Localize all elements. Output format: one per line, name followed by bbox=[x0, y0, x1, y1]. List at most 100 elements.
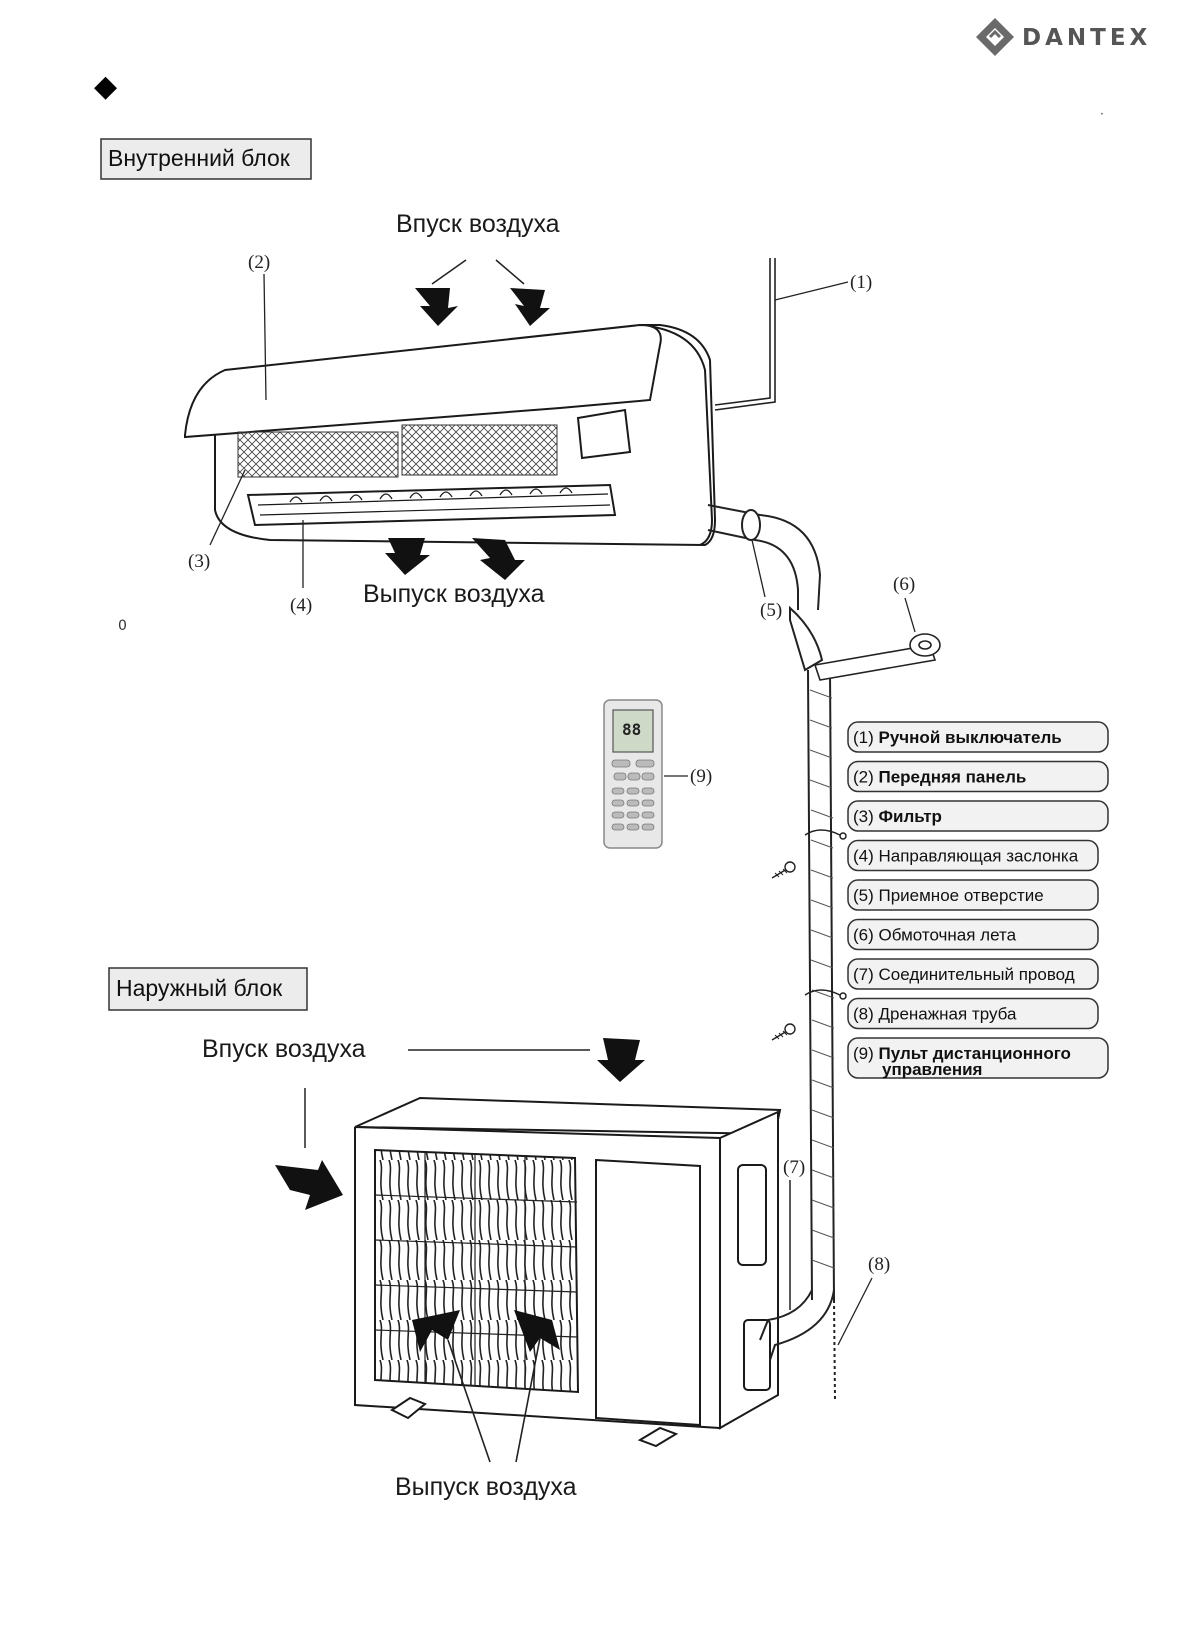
indoor-title-box: Внутренний блок bbox=[100, 138, 312, 180]
callout-3: (3) bbox=[188, 551, 210, 572]
brand-name: DANTEX bbox=[1022, 25, 1151, 51]
callout-5: (5) bbox=[760, 600, 782, 621]
outdoor-foot bbox=[390, 1396, 427, 1420]
legend-item-number: (8) bbox=[853, 1005, 879, 1024]
legend-item-label: Ручной выключатель bbox=[879, 728, 1062, 747]
legend-item-number: (1) bbox=[853, 728, 879, 747]
legend-item-text: (7) Соединительный провод bbox=[853, 965, 1075, 984]
callout-1: (1) bbox=[850, 272, 872, 293]
outdoor-side-panel bbox=[595, 1158, 701, 1427]
legend-item: (3) Фильтр bbox=[847, 800, 1109, 832]
legend-item-text: (2) Передняя панель bbox=[853, 768, 1026, 787]
legend-item-text: (8) Дренажная труба bbox=[853, 1005, 1017, 1024]
legend-item-label: Фильтр bbox=[879, 807, 942, 826]
display-panel bbox=[576, 408, 632, 460]
outdoor-foot bbox=[637, 1426, 679, 1448]
legend-item-box bbox=[847, 721, 1109, 753]
wrap-tape-pattern bbox=[809, 689, 835, 1269]
callout-5-leader bbox=[751, 539, 766, 598]
indoor-air-in-leader bbox=[431, 259, 467, 285]
dantex-logo-icon bbox=[976, 18, 1014, 56]
legend-item-text: (4) Направляющая заслонка bbox=[853, 847, 1079, 866]
section-marker: ◆ bbox=[94, 69, 117, 104]
service-valves bbox=[743, 1319, 771, 1391]
legend-item-box bbox=[847, 958, 1099, 990]
outdoor-connections bbox=[759, 1180, 836, 1401]
outdoor-air-in-label: Впуск воздуха bbox=[202, 1035, 366, 1063]
stray-dot: · bbox=[1100, 107, 1104, 121]
screw-icon bbox=[771, 861, 796, 879]
callout-8-leader bbox=[837, 1277, 873, 1346]
legend-item-label: Пульт дистанционного bbox=[879, 1044, 1071, 1063]
air-out-arrow-icon bbox=[385, 538, 430, 575]
legend-item-box bbox=[847, 760, 1109, 793]
callout-6-leader bbox=[904, 597, 916, 633]
brand-logo: DANTEX bbox=[976, 18, 1151, 56]
front-panel bbox=[184, 323, 662, 439]
legend-item-box bbox=[847, 800, 1109, 832]
legend-item-number: (7) bbox=[853, 965, 879, 984]
legend-item-number: (3) bbox=[853, 807, 879, 826]
outdoor-unit-top bbox=[354, 1096, 782, 1136]
remote-display: 88 bbox=[622, 720, 641, 739]
legend-item-number: (6) bbox=[853, 926, 879, 945]
legend-item-box bbox=[847, 918, 1099, 951]
legend-item-text: (6) Обмоточная лета bbox=[853, 926, 1017, 945]
air-out-arrow-icon bbox=[472, 538, 525, 580]
legend-item-box bbox=[847, 997, 1099, 1030]
stray-zero: 0 bbox=[118, 618, 127, 634]
legend-item-box bbox=[847, 879, 1099, 911]
legend-item-text: (5) Приемное отверстие bbox=[853, 886, 1044, 905]
indoor-air-in-label: Впуск воздуха bbox=[396, 210, 560, 238]
legend-item: (5) Приемное отверстие bbox=[847, 879, 1099, 911]
air-out-arrow-icon bbox=[412, 1310, 460, 1352]
filter-left bbox=[237, 431, 399, 478]
filter-right bbox=[401, 424, 558, 476]
legend-item-label-line2: управления bbox=[882, 1060, 982, 1079]
outdoor-title-box: Наружный блок bbox=[108, 967, 308, 1011]
remote-control-icon: 88 bbox=[603, 699, 663, 849]
valve-cover bbox=[737, 1164, 767, 1266]
legend-item-box bbox=[847, 1037, 1109, 1079]
air-out-arrow-icon bbox=[514, 1310, 560, 1352]
legend-item-text: (9) Пульт дистанционного bbox=[853, 1044, 1071, 1063]
pipe-assembly bbox=[707, 504, 835, 1301]
outdoor-title: Наружный блок bbox=[116, 975, 283, 1001]
callout-3-leader bbox=[209, 469, 246, 546]
indoor-title: Внутренний блок bbox=[108, 145, 291, 171]
pipe-clip-icon bbox=[804, 829, 847, 1000]
indoor-air-in-leader bbox=[495, 259, 525, 285]
legend-item-box bbox=[847, 839, 1099, 872]
outdoor-air-out-leader bbox=[515, 1337, 541, 1463]
air-in-arrow-icon bbox=[275, 1160, 343, 1210]
louver bbox=[246, 483, 617, 527]
legend-item-number: (9) bbox=[853, 1044, 879, 1063]
legend: (1) Ручной выключатель (2) Передняя панел… bbox=[847, 721, 1109, 1079]
legend-item-label: Передняя панель bbox=[879, 768, 1027, 787]
indoor-air-out-label: Выпуск воздуха bbox=[363, 580, 545, 608]
legend-item-number: (5) bbox=[853, 886, 879, 905]
callout-4: (4) bbox=[290, 595, 312, 616]
indoor-unit bbox=[184, 323, 717, 547]
air-in-arrow-icon bbox=[415, 288, 458, 326]
legend-item-label: Соединительный провод bbox=[879, 965, 1075, 984]
legend-item: (8) Дренажная труба bbox=[847, 997, 1099, 1030]
legend-item-number: (2) bbox=[853, 768, 879, 787]
callout-2-leader bbox=[263, 273, 267, 401]
callout-6: (6) bbox=[893, 574, 915, 595]
callout-8: (8) bbox=[868, 1254, 890, 1275]
legend-item: (1) Ручной выключатель bbox=[847, 721, 1109, 753]
legend-item-label: Направляющая заслонка bbox=[879, 847, 1079, 866]
legend-item-number: (4) bbox=[853, 847, 879, 866]
wrap-tape-roll bbox=[813, 633, 941, 681]
indoor-unit-side bbox=[639, 324, 714, 546]
fan-grill bbox=[374, 1148, 580, 1394]
legend-item-label: Дренажная труба bbox=[879, 1005, 1017, 1024]
legend-item: (7) Соединительный провод bbox=[847, 958, 1099, 990]
air-in-arrow-icon bbox=[597, 1038, 645, 1082]
outdoor-air-out-label: Выпуск воздуха bbox=[395, 1473, 577, 1501]
callout-2: (2) bbox=[248, 252, 270, 273]
callout-7: (7) bbox=[783, 1157, 805, 1178]
